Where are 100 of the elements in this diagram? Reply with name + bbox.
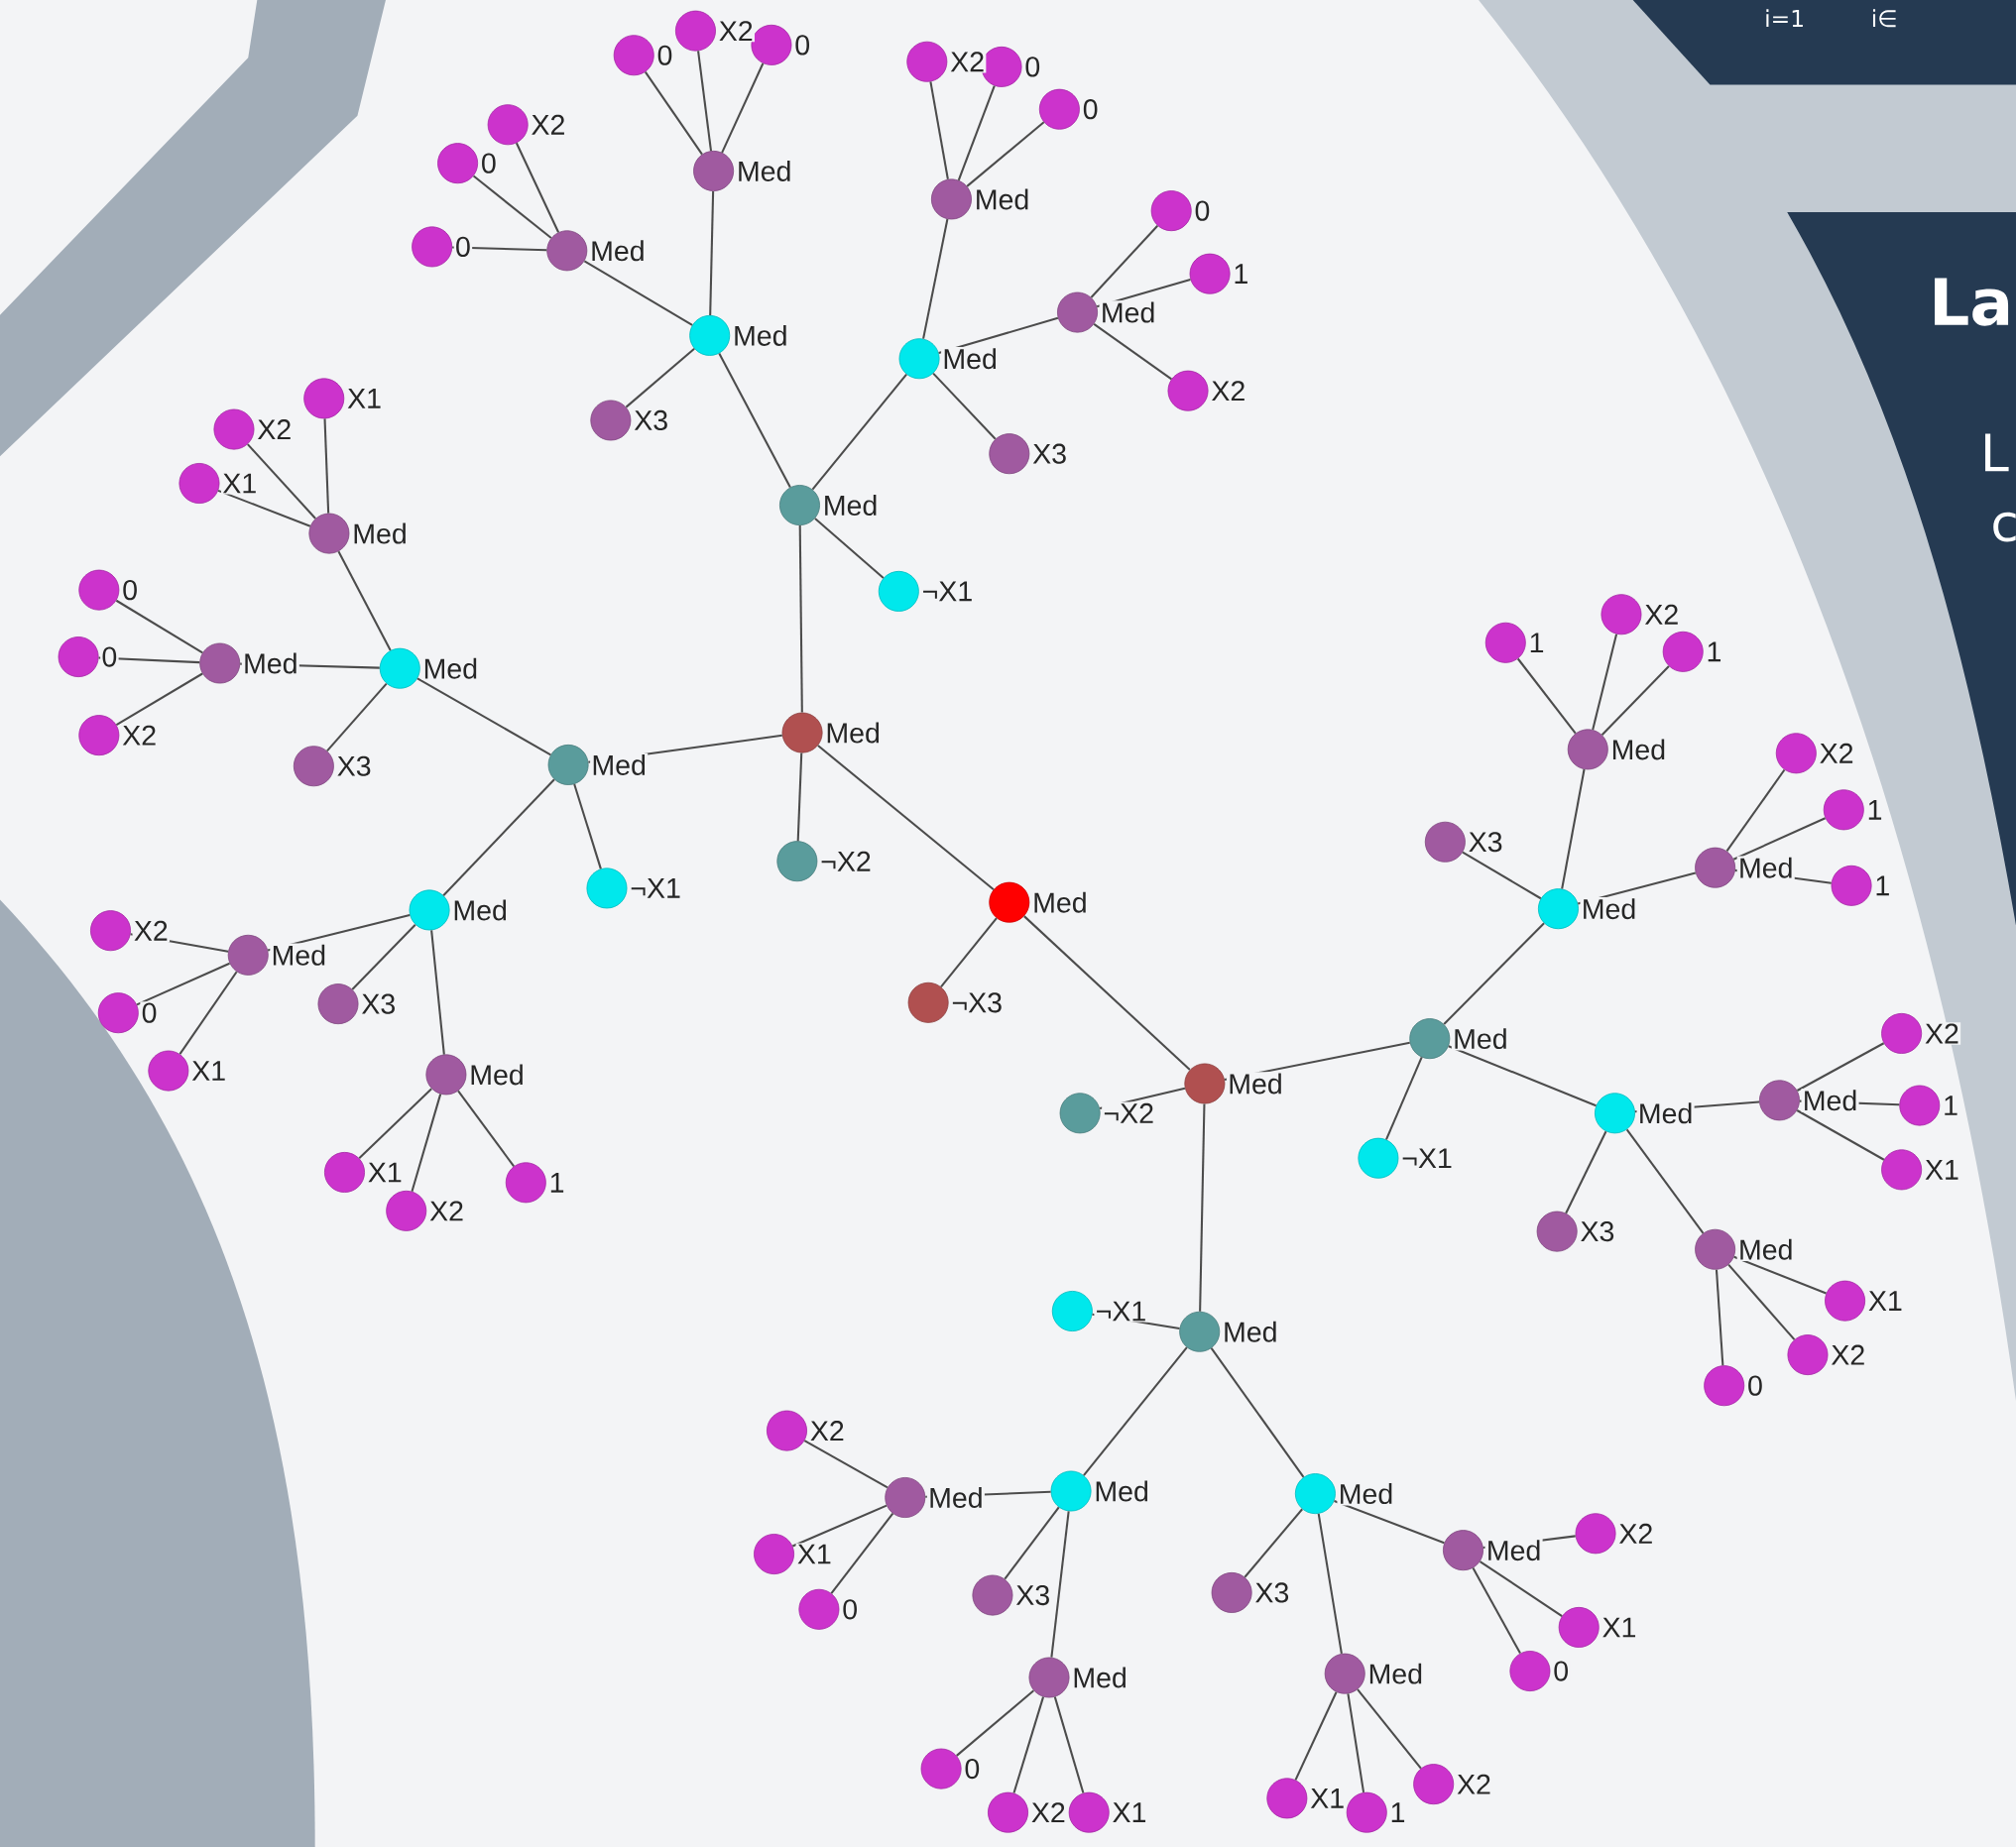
- circle-node: [409, 889, 450, 931]
- connector-line: [922, 218, 949, 339]
- connector-line: [247, 443, 316, 519]
- node-label: ¬X1: [1399, 1147, 1455, 1170]
- circle-node: [1484, 622, 1526, 663]
- node-label: 0: [479, 152, 499, 174]
- circle-node: [1413, 1764, 1455, 1805]
- circle-node: [1595, 1093, 1635, 1134]
- circle-node: [97, 992, 139, 1034]
- node-label: 0: [655, 44, 674, 67]
- circle-node: [751, 24, 792, 65]
- connector-line: [625, 347, 695, 408]
- connector-line: [1448, 1045, 1597, 1107]
- connector-line: [1601, 665, 1670, 736]
- node-label: 0: [1193, 199, 1212, 222]
- connector-line: [1565, 1130, 1607, 1214]
- node-label: Med: [588, 239, 647, 263]
- circle-node: [1601, 594, 1642, 635]
- circle-node: [1536, 1211, 1578, 1252]
- circle-node: [1558, 1606, 1600, 1648]
- connector-line: [811, 373, 907, 491]
- node-label: Med: [824, 721, 883, 745]
- node-label: ¬X1: [629, 876, 683, 899]
- circle-node: [78, 715, 120, 756]
- connector-line: [1733, 1255, 1827, 1295]
- node-label: X3: [1467, 830, 1504, 854]
- circle-node: [1184, 1063, 1226, 1104]
- circle-node: [1899, 1085, 1941, 1126]
- connector-line: [515, 142, 560, 233]
- circle-node: [1567, 729, 1608, 770]
- node-label: 0: [100, 645, 119, 668]
- circle-node: [689, 314, 731, 356]
- circle-node: [78, 569, 120, 611]
- connector-line: [1294, 1691, 1338, 1781]
- slide-text: i=1: [1766, 9, 1803, 27]
- circle-node: [798, 1588, 840, 1630]
- circle-node: [767, 1410, 807, 1451]
- circle-node: [885, 1476, 926, 1518]
- circle-node: [1881, 1149, 1923, 1191]
- connector-line: [442, 778, 555, 896]
- connector-line: [1796, 1109, 1885, 1161]
- circle-node: [1509, 1650, 1551, 1691]
- connector-line: [1727, 1263, 1796, 1340]
- connector-line: [416, 677, 551, 756]
- circle-node: [1831, 865, 1872, 906]
- connector-line: [1199, 1103, 1206, 1312]
- node-label: X2: [1210, 379, 1247, 403]
- node-label: 1: [1527, 632, 1546, 654]
- circle-node: [989, 881, 1030, 923]
- circle-node: [437, 143, 479, 184]
- connector-line: [1516, 657, 1577, 735]
- connector-line: [1093, 323, 1172, 381]
- connector-line: [1050, 1511, 1070, 1658]
- connector-line: [932, 372, 997, 440]
- node-label: X3: [1030, 442, 1069, 465]
- node-label: Med: [1736, 856, 1795, 879]
- node-label: Med: [451, 898, 510, 922]
- connector-line: [1083, 1346, 1188, 1476]
- node-label: 1: [1865, 798, 1884, 821]
- connector-line: [1725, 768, 1786, 852]
- circle-node: [1358, 1137, 1399, 1179]
- connector-line: [1443, 922, 1545, 1025]
- slide-text: La: [1935, 278, 2009, 326]
- node-label: 1: [1232, 263, 1250, 286]
- node-label: 1: [1705, 640, 1723, 663]
- connector-line: [1385, 1056, 1423, 1140]
- circle-node: [386, 1190, 427, 1231]
- node-label: ¬X1: [1094, 1300, 1148, 1323]
- node-label: Med: [1580, 896, 1638, 921]
- connector-line: [940, 917, 998, 987]
- connector-line: [217, 489, 311, 527]
- circle-node: [988, 1791, 1028, 1833]
- circle-node: [779, 485, 820, 525]
- connector-line: [573, 783, 602, 869]
- node-label: 0: [963, 1757, 982, 1781]
- connector-line: [929, 81, 949, 179]
- circle-node: [425, 1054, 467, 1096]
- circle-node: [317, 983, 359, 1025]
- connector-line: [457, 1090, 515, 1167]
- connector-line: [791, 1504, 888, 1548]
- node-label: Med: [241, 651, 299, 675]
- circle-node: [213, 408, 255, 450]
- circle-node: [674, 10, 716, 52]
- circle-node: [1050, 1470, 1092, 1512]
- connector-line: [1462, 851, 1542, 900]
- circle-node: [1038, 88, 1080, 130]
- node-label: ¬X3: [950, 990, 1005, 1014]
- circle-node: [1051, 1290, 1093, 1331]
- node-label: X1: [221, 472, 259, 495]
- connector-line: [1592, 634, 1618, 731]
- node-label: Med: [1736, 1237, 1795, 1261]
- circle-node: [1189, 253, 1231, 294]
- node-label: X2: [1818, 742, 1855, 764]
- node-label: X2: [1923, 1022, 1961, 1045]
- connector-line: [1004, 1506, 1060, 1580]
- connector-line: [1732, 817, 1827, 861]
- node-label: X1: [1111, 1801, 1148, 1824]
- connector-line: [817, 745, 995, 890]
- node-label: Med: [1226, 1072, 1284, 1096]
- connector-line: [644, 70, 703, 156]
